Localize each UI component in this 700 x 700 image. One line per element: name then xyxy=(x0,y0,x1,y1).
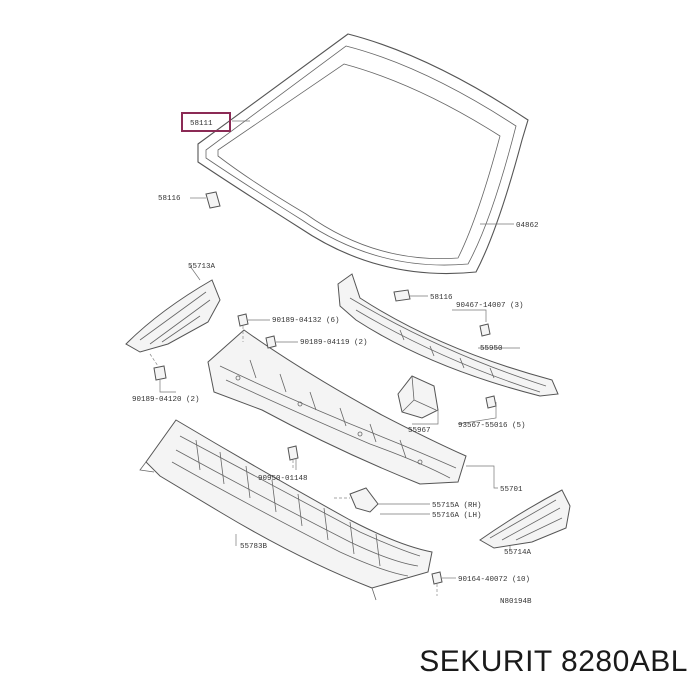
bracket-55967 xyxy=(397,375,439,419)
label-90189-04132: 90189-04132 (6) xyxy=(272,317,340,325)
label-55950: 55950 xyxy=(480,345,503,353)
fastener-90950 xyxy=(287,445,299,470)
label-90164: 90164-40072 (10) xyxy=(458,576,530,584)
label-55967: 55967 xyxy=(408,427,431,435)
clip-58116-right xyxy=(393,289,411,302)
fastener-90164 xyxy=(431,571,443,596)
windshield-glass xyxy=(197,33,529,275)
part-labels: 58111 58116 04862 55713A 58116 90467-140… xyxy=(132,120,539,606)
fastener-90189-04119 xyxy=(265,335,277,349)
highlight-box-58111 xyxy=(181,112,231,132)
label-55716a: 55716A (LH) xyxy=(432,512,482,520)
fastener-93567 xyxy=(485,395,497,409)
bracket-55714a xyxy=(479,489,571,549)
label-55701: 55701 xyxy=(500,486,523,494)
label-90189-04119: 90189-04119 (2) xyxy=(300,339,368,347)
panel-55950 xyxy=(337,273,559,397)
label-58116-left: 58116 xyxy=(158,195,181,203)
label-90189-04120: 90189-04120 (2) xyxy=(132,396,200,404)
label-55714a: 55714A xyxy=(504,549,532,557)
clip-58116-left xyxy=(205,191,221,209)
label-55783b: 55783B xyxy=(240,543,268,551)
brand-part-number: SEKURIT 8280ABL xyxy=(419,645,688,678)
label-55715a: 55715A (RH) xyxy=(432,502,482,510)
fastener-90189-04120 xyxy=(153,365,167,381)
label-58116-right: 58116 xyxy=(430,294,453,302)
label-58111: 58111 xyxy=(190,120,213,128)
leader-lines xyxy=(159,120,520,579)
panel-55701 xyxy=(207,329,467,485)
label-90467: 90467-14007 (3) xyxy=(456,302,524,310)
label-04862: 04862 xyxy=(516,222,539,230)
fastener-90189-04132 xyxy=(237,313,249,342)
grille-55783b xyxy=(139,419,433,601)
bracket-55713a xyxy=(125,279,221,367)
fastener-90467 xyxy=(479,323,491,337)
label-reference: N80194B xyxy=(500,598,532,606)
label-93567: 93567-55016 (5) xyxy=(458,422,526,430)
label-90950: 90950-01148 xyxy=(258,475,308,483)
label-55713a: 55713A xyxy=(188,263,216,271)
bracket-55715a xyxy=(334,487,379,513)
